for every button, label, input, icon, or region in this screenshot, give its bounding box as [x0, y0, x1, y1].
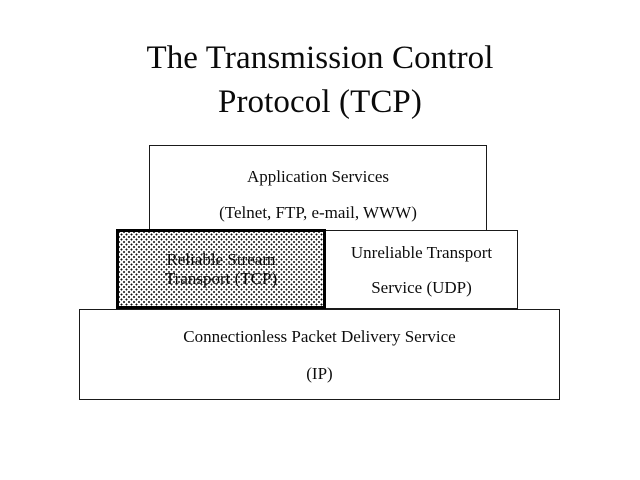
layer-udp-label-line-1: Unreliable Transport	[350, 242, 493, 262]
layer-tcp-label-line-1: Reliable Stream	[166, 250, 276, 269]
layer-box-udp: Unreliable Transport Service (UDP)	[325, 230, 518, 309]
layer-application-label-line-2: (Telnet, FTP, e-mail, WWW)	[219, 203, 417, 222]
layer-ip-label-line-1: Connectionless Packet Delivery Service	[183, 326, 456, 346]
layer-box-application-services: Application Services (Telnet, FTP, e-mai…	[149, 145, 487, 244]
page-title: The Transmission Control Protocol (TCP)	[0, 36, 640, 124]
layer-tcp-label-line-2: Transport (TCP)	[164, 269, 278, 288]
layer-box-tcp-highlighted: Reliable Stream Transport (TCP)	[116, 229, 326, 309]
page-title-line-2: Protocol (TCP)	[218, 84, 422, 120]
page-title-line-1: The Transmission Control	[146, 40, 494, 76]
layer-application-label-line-1: Application Services	[246, 167, 390, 186]
layer-box-ip: Connectionless Packet Delivery Service (…	[79, 309, 560, 400]
layer-udp-label-line-2: Service (UDP)	[371, 277, 472, 297]
layer-ip-label-line-2: (IP)	[306, 363, 333, 383]
